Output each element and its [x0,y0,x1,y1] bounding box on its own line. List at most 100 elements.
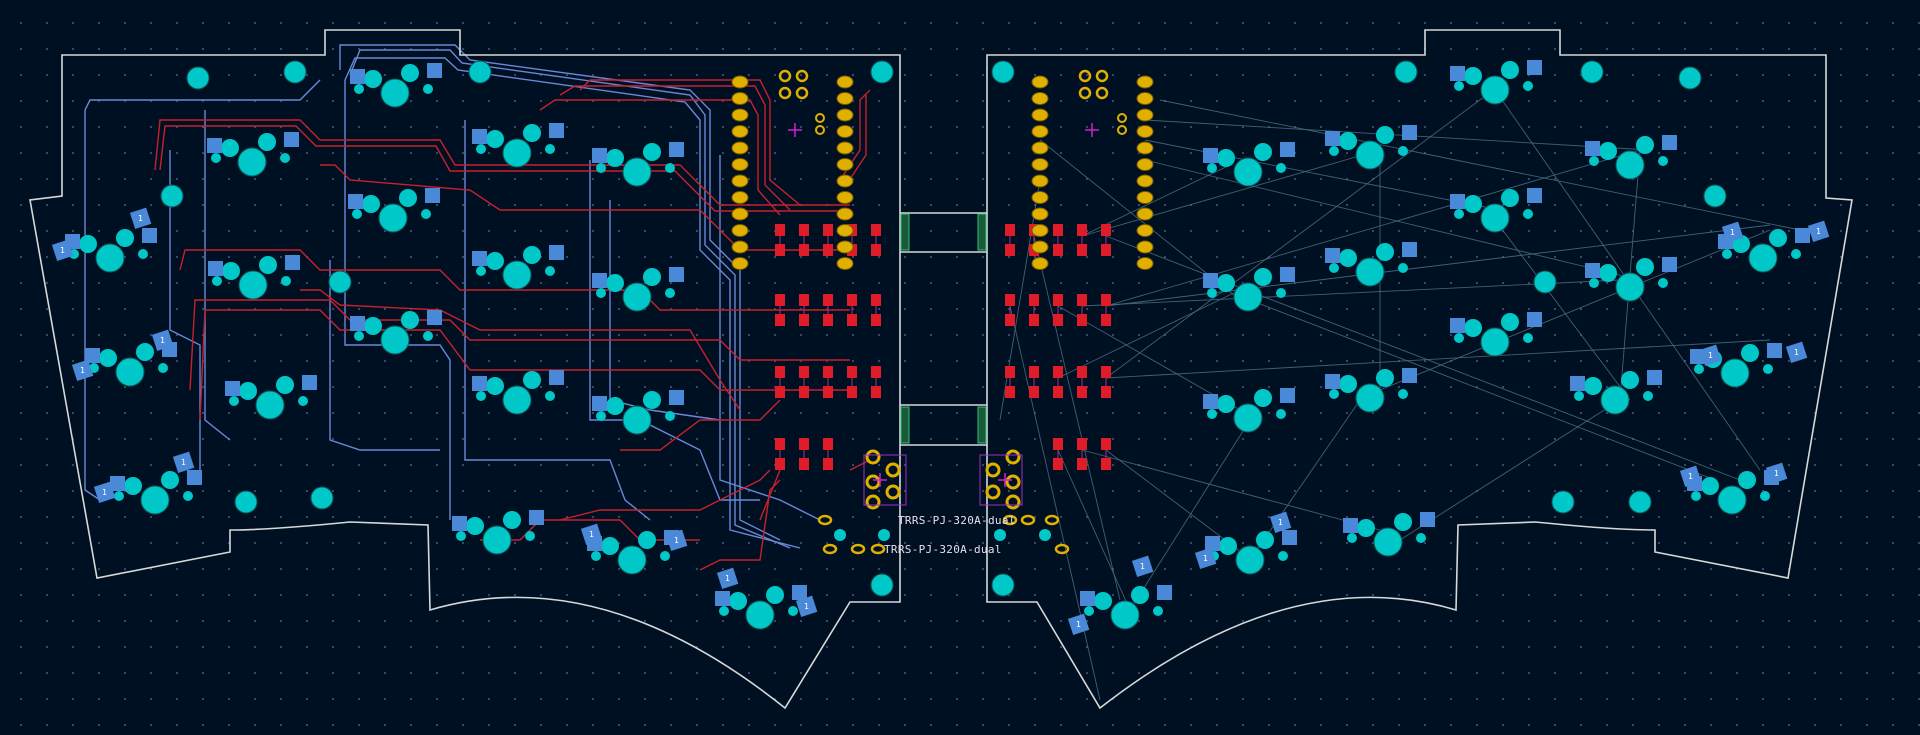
trrs-jack-pad [985,484,1001,500]
mounting-hole [234,490,258,514]
front-trace [154,119,850,206]
diode-pad-top [823,366,833,378]
ratsnest-line [1105,339,1771,379]
controller-pin [1031,257,1049,270]
switch-peg-right [1763,364,1773,374]
switch-peg-right [1398,146,1408,156]
switch-peg-right [545,391,555,401]
switch-pin-1 [1464,195,1482,213]
diode-label-number: 1 [1278,518,1283,527]
switch-pin-2 [638,531,656,549]
diode-pad-bottom [1005,386,1015,398]
hotswap-pad-right [669,267,684,282]
trrs-oval-pad [1002,514,1018,526]
controller-pin [731,141,749,155]
footprint-pads[interactable] [65,60,1810,630]
controller-pads[interactable] [731,69,1154,555]
origin-cross [788,123,802,137]
diode-pad-bottom [1101,386,1111,398]
trrs-jack-pad [865,449,881,465]
switch-pin-2 [401,64,419,82]
switch-center-hole [1110,600,1140,630]
switch-pin-2 [259,256,277,274]
switch-peg-right [1153,606,1163,616]
controller-pin [1136,240,1154,254]
switch-peg-right [1523,333,1533,343]
front-trace [159,125,850,212]
diode-label-box [716,567,739,590]
switch-pin-1 [1599,142,1617,160]
switch-pin-2 [1621,371,1639,389]
switch-peg-right [1760,491,1770,501]
front-copper-traces [154,79,871,571]
diode-label-box [1679,465,1702,488]
diode-label-box [1699,344,1722,367]
diode-label-box [580,523,603,546]
diode-pad-bottom [823,386,833,398]
diode-smd-pads[interactable] [775,224,1111,470]
hotswap-pad-left [225,381,240,396]
switch-peg-right [138,249,148,259]
switch-pin-2 [1501,61,1519,79]
hotswap-pad-left [350,69,365,84]
trrs-jack-pad [865,494,881,510]
board-outline[interactable] [29,29,1853,710]
diode-pad-top [1053,438,1063,450]
hotswap-pad-left [715,591,730,606]
switch-center-hole [115,357,145,387]
switch-center-hole [482,525,512,555]
diode-label-number: 1 [1140,562,1145,571]
controller-pin [1031,240,1049,254]
diode-pad-bottom [1077,314,1087,326]
switch-pin-2 [1254,389,1272,407]
diode-label-number: 1 [1794,348,1799,357]
back-trace [204,110,231,441]
switch-pin-1 [99,349,117,367]
diode-label-box [1807,220,1830,243]
switch-peg-right [545,266,555,276]
switch-pin-2 [1738,471,1756,489]
switch-pin-1 [1464,319,1482,337]
switch-pin-2 [1394,513,1412,531]
controller-pin [1031,224,1049,237]
hotswap-pad-right [1647,370,1662,385]
switch-pin-1 [606,397,624,415]
switch-pin-2 [766,586,784,604]
trrs-jack-pad [1005,494,1021,510]
trrs-oval-pad [822,543,838,555]
switch-peg-left [456,531,466,541]
switch-pin-1 [601,537,619,555]
ratsnest-line [1399,399,1621,541]
switch-peg-right [1658,278,1668,288]
switch-pin-2 [399,189,417,207]
diode-pad-bottom [775,386,785,398]
controller-pin [1136,158,1154,171]
diode-pad-bottom [1053,386,1063,398]
mounting-hole [160,184,184,208]
diode-label-number: 1 [725,574,730,583]
ratsnest-line [1159,99,1811,233]
diode-pad-bottom [1053,244,1063,256]
switch-pin-1 [362,195,380,213]
switch-peg-left [1329,146,1339,156]
diode-pad-top [823,224,833,236]
hotswap-pad-left [1343,518,1358,533]
hotswap-pad-left [1205,536,1220,551]
diode-label-number: 1 [181,458,186,467]
mousebite-tab [977,406,987,444]
diode-label-box [1765,462,1788,485]
switch-pin-1 [1357,519,1375,537]
diode-pad-bottom [799,458,809,470]
hotswap-pad-right [1280,267,1295,282]
mounting-hole [328,270,352,294]
diode-label-box [1785,341,1808,364]
switch-peg-left [476,391,486,401]
switch-peg-right [1523,209,1533,219]
switch-pin-2 [1376,369,1394,387]
diode-label-box [1269,511,1292,534]
diode-pad-bottom [1101,458,1111,470]
diode-pad-top [1005,224,1015,236]
diode-pad-top [1005,366,1015,378]
switch-peg-left [1454,81,1464,91]
